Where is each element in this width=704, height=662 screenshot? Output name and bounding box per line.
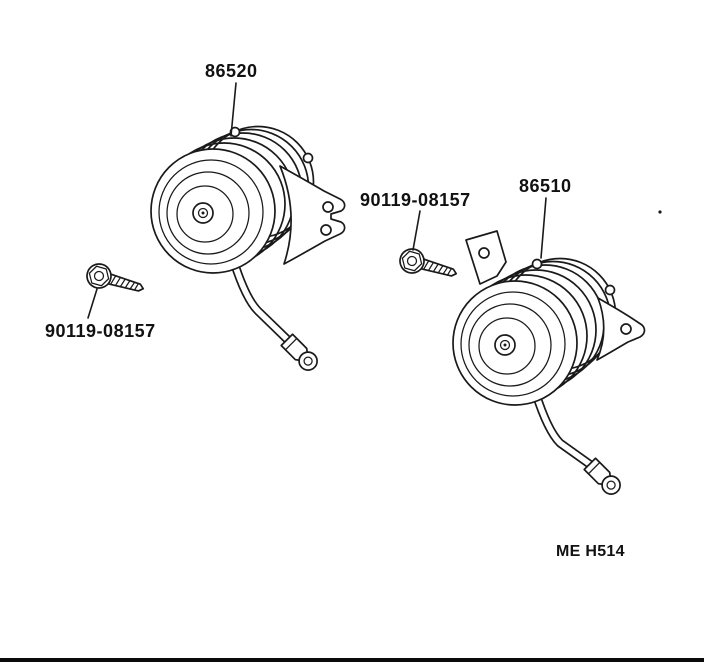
horn-86520-wire — [229, 260, 296, 348]
horn-86510-bracket — [596, 297, 646, 361]
bracket-hole — [322, 201, 334, 213]
rim-nub — [604, 284, 616, 296]
part-label-screw-right: 90119-08157 — [360, 190, 471, 210]
horn-86520-bracket — [279, 165, 346, 265]
screw-right-drawing — [396, 245, 461, 287]
leader-line-screw-left — [87, 288, 98, 319]
figure-code-label: ME H514 — [556, 543, 625, 560]
horn-86510-upper-tab — [465, 230, 507, 285]
horn-86520-drawing — [150, 125, 346, 371]
part-label-screw-left: 90119-08157 — [45, 321, 156, 341]
bracket-hole — [320, 224, 332, 236]
part-label-86510: 86510 — [519, 176, 572, 196]
leader-line-screw-right — [412, 210, 421, 251]
rim-nub — [531, 258, 543, 270]
horn-86520-face — [150, 148, 276, 274]
leader-line-86510 — [540, 197, 547, 259]
rim-nub — [229, 126, 241, 138]
horn-86510-face — [452, 280, 578, 406]
printing-speck — [658, 210, 662, 214]
bracket-hole — [478, 247, 490, 259]
horn-86520-connector — [280, 333, 318, 371]
horn-86510-drawing — [452, 230, 646, 495]
bracket-hole — [620, 323, 632, 335]
leader-line-86520 — [230, 82, 237, 137]
rim-nub — [302, 152, 314, 164]
screw-left-drawing — [83, 260, 148, 302]
page-bottom-edge — [0, 658, 704, 662]
horn-86510-connector — [583, 457, 621, 495]
horn-86510-wire — [531, 392, 598, 472]
part-label-86520: 86520 — [205, 61, 258, 81]
